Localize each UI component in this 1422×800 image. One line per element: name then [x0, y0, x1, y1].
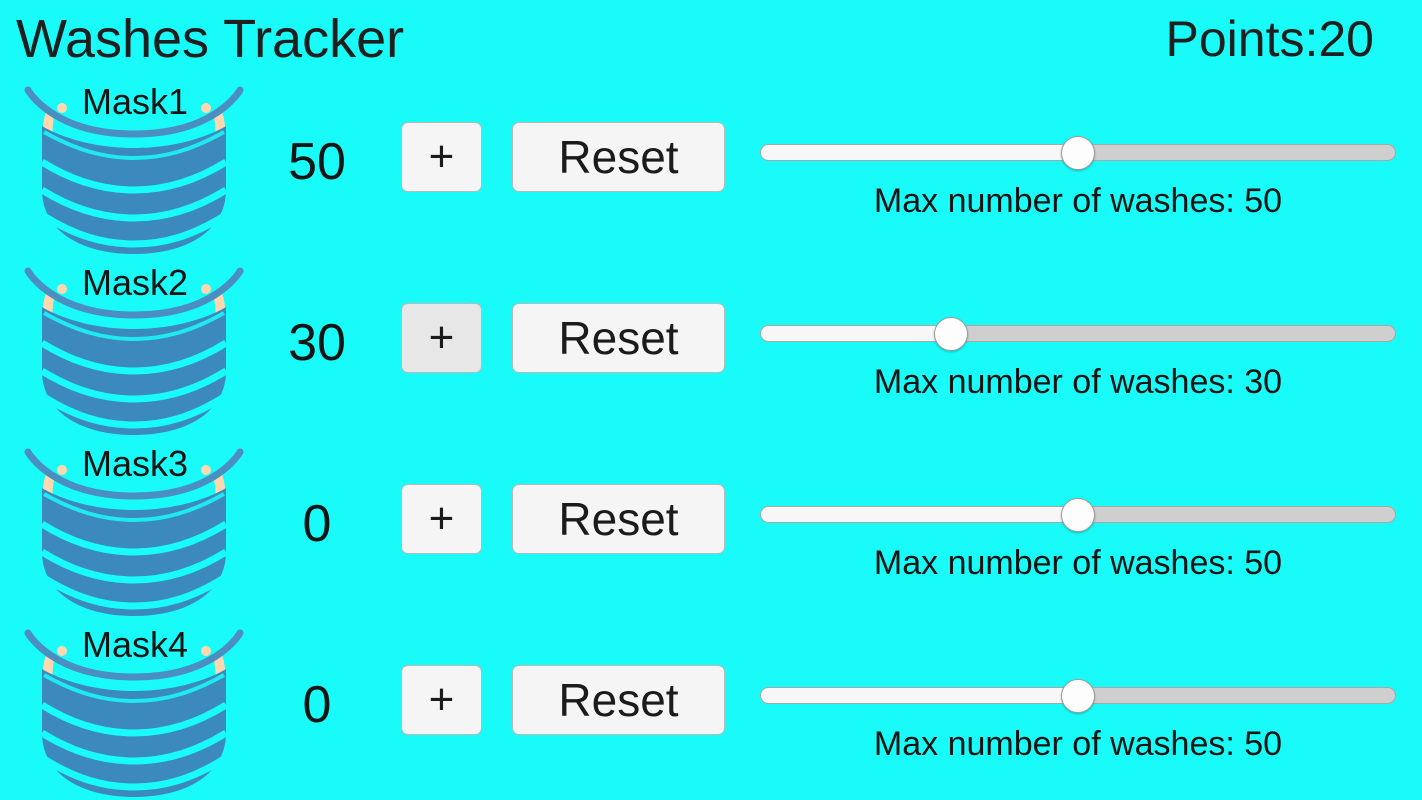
mask-label: Mask1 [81, 81, 189, 122]
mask-cell: Mask1 [10, 76, 260, 257]
max-washes-slider[interactable] [760, 497, 1396, 532]
increment-button[interactable]: + [401, 303, 482, 373]
face-mask-icon [24, 629, 244, 797]
max-washes-slider[interactable] [760, 316, 1396, 351]
wash-count: 50 [288, 133, 346, 191]
slider-fill [761, 326, 952, 341]
slider-thumb[interactable] [1061, 497, 1095, 532]
slider-fill [761, 688, 1078, 703]
wash-count: 30 [288, 314, 346, 372]
max-washes-label: Max number of washes: 50 [873, 544, 1283, 582]
slider-thumb[interactable] [1061, 678, 1095, 713]
slider-fill [761, 145, 1078, 160]
mask-row: Mask4 0 + Reset Max number of washes: 50 [0, 619, 1422, 800]
slider-thumb[interactable] [1061, 135, 1095, 170]
mask-row: Mask1 50 + Reset Max number of washes: 5… [0, 76, 1422, 257]
mask-row-list: Mask1 50 + Reset Max number of washes: 5… [0, 76, 1422, 800]
reset-button[interactable]: Reset [512, 303, 725, 373]
mask-cell: Mask2 [10, 257, 260, 438]
app-header: Washes Tracker Points:20 [0, 0, 1422, 76]
mask-row: Mask3 0 + Reset Max number of washes: 50 [0, 438, 1422, 619]
page-title: Washes Tracker [16, 9, 405, 69]
face-mask-icon [24, 86, 244, 254]
reset-button[interactable]: Reset [512, 122, 725, 192]
wash-count: 0 [302, 676, 332, 734]
face-mask-icon [24, 448, 244, 616]
slider-cell: Max number of washes: 50 [760, 438, 1396, 619]
max-washes-label: Max number of washes: 50 [873, 725, 1283, 763]
max-washes-slider[interactable] [760, 678, 1396, 713]
mask-cell: Mask4 [10, 619, 260, 800]
max-washes-label: Max number of washes: 50 [873, 182, 1283, 220]
increment-button[interactable]: + [401, 122, 482, 192]
face-mask-icon [24, 267, 244, 435]
slider-fill [761, 507, 1078, 522]
reset-button[interactable]: Reset [512, 484, 725, 554]
points-display: Points:20 [1165, 11, 1374, 67]
mask-label: Mask3 [81, 443, 189, 484]
reset-button[interactable]: Reset [512, 665, 725, 735]
mask-cell: Mask3 [10, 438, 260, 619]
slider-cell: Max number of washes: 50 [760, 619, 1396, 800]
wash-count: 0 [302, 495, 332, 553]
slider-thumb[interactable] [934, 316, 969, 351]
increment-button[interactable]: + [401, 665, 482, 735]
max-washes-label: Max number of washes: 30 [873, 363, 1283, 401]
mask-label: Mask2 [81, 262, 189, 303]
slider-cell: Max number of washes: 30 [760, 257, 1396, 438]
slider-cell: Max number of washes: 50 [760, 76, 1396, 257]
max-washes-slider[interactable] [760, 135, 1396, 170]
increment-button[interactable]: + [401, 484, 482, 554]
mask-label: Mask4 [81, 624, 189, 665]
mask-row: Mask2 30 + Reset Max number of washes: 3… [0, 257, 1422, 438]
